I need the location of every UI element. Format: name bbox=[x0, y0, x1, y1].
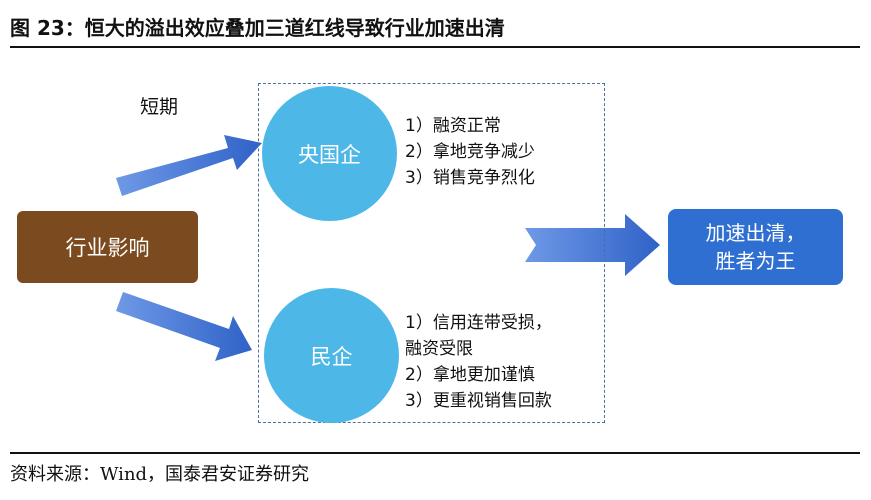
short-term-label: 短期 bbox=[140, 96, 179, 118]
soe-effects-list: 1）融资正常 2）拿地竞争减少 3）销售竞争烈化 bbox=[405, 113, 535, 191]
soe-label: 央国企 bbox=[298, 142, 361, 167]
industry-impact-box: 行业影响 bbox=[17, 211, 198, 283]
arrow-to-private bbox=[116, 292, 252, 361]
result-line-1: 加速出清， bbox=[705, 221, 806, 245]
industry-impact-label: 行业影响 bbox=[65, 236, 150, 260]
title-rule bbox=[10, 46, 860, 48]
list-item: 2）拿地竞争减少 bbox=[405, 142, 535, 162]
list-item: 3）销售竞争烈化 bbox=[405, 168, 535, 188]
arrow-to-result bbox=[525, 214, 660, 276]
list-item: 融资受限 bbox=[405, 339, 473, 359]
list-item: 1）信用连带受损， bbox=[405, 313, 552, 333]
result-box: 加速出清， 胜者为王 bbox=[668, 209, 843, 285]
private-label: 民企 bbox=[310, 344, 353, 369]
list-item: 2）拿地更加谨慎 bbox=[405, 365, 535, 385]
source-rule bbox=[10, 452, 860, 454]
figure-title: 图 23：恒大的溢出效应叠加三道红线导致行业加速出清 bbox=[10, 16, 505, 40]
list-item: 3）更重视销售回款 bbox=[405, 391, 552, 411]
list-item: 1）融资正常 bbox=[405, 116, 501, 136]
source-note: 资料来源：Wind，国泰君安证券研究 bbox=[10, 464, 310, 485]
private-circle: 民企 bbox=[264, 288, 399, 423]
enterprise-frame bbox=[258, 83, 605, 423]
private-effects-list: 1）信用连带受损， 融资受限 2）拿地更加谨慎 3）更重视销售回款 bbox=[405, 310, 552, 414]
result-line-2: 胜者为王 bbox=[715, 249, 796, 273]
arrow-to-soe bbox=[116, 135, 262, 196]
soe-circle: 央国企 bbox=[262, 86, 397, 221]
